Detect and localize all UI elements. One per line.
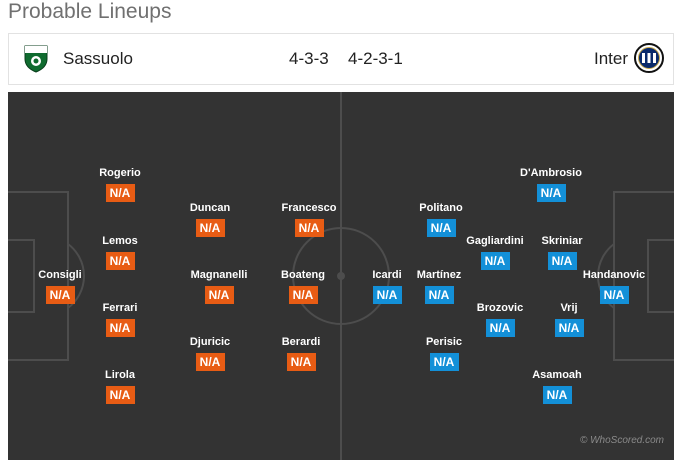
player-name: Francesco [281,202,337,214]
player-rating: N/A [45,286,75,304]
player-rating: N/A [480,252,510,270]
player-name: Consigli [38,269,82,281]
sassuolo-crest-icon [24,45,48,73]
away-player-gagliardini[interactable]: Gagliardini N/A [455,235,535,270]
whoscored-watermark: © WhoScored.com [579,435,664,446]
home-team-name[interactable]: Sassuolo [63,49,133,68]
player-rating: N/A [105,184,135,202]
player-name: Brozovic [476,302,524,314]
home-player-consigli[interactable]: Consigli N/A [20,269,100,304]
home-player-magnanelli[interactable]: Magnanelli N/A [179,269,259,304]
player-name: Ferrari [102,302,138,314]
away-player-perisic[interactable]: Perisic N/A [404,336,484,371]
away-player-skriniar[interactable]: Skriniar N/A [522,235,602,270]
player-name: Perisic [425,336,463,348]
player-name: Politano [419,202,463,214]
pitch: Rogerio N/A Lemos N/A Consigli N/A Ferra… [8,92,674,460]
player-rating: N/A [599,286,629,304]
player-name: Martínez [416,269,462,281]
player-name: Duncan [189,202,231,214]
home-player-francesco[interactable]: Francesco N/A [269,202,349,237]
away-player-handanovic[interactable]: Handanovic N/A [574,269,654,304]
home-player-lirola[interactable]: Lirola N/A [80,369,160,404]
player-rating: N/A [485,319,515,337]
away-player-politano[interactable]: Politano N/A [401,202,481,237]
player-name: Djuricic [189,336,231,348]
player-rating: N/A [426,219,456,237]
away-player-martinez[interactable]: Martínez N/A [399,269,479,304]
page-title: Probable Lineups [8,0,172,23]
home-player-duncan[interactable]: Duncan N/A [170,202,250,237]
player-name: Icardi [372,269,402,281]
player-rating: N/A [105,319,135,337]
player-rating: N/A [286,353,316,371]
player-rating: N/A [547,252,577,270]
player-rating: N/A [542,386,572,404]
away-formation: 4-2-3-1 [348,49,403,68]
player-rating: N/A [536,184,566,202]
pitch-markings [8,92,674,460]
away-player-icardi[interactable]: Icardi N/A [347,269,427,304]
home-player-ferrari[interactable]: Ferrari N/A [80,302,160,337]
player-rating: N/A [195,219,225,237]
home-player-boateng[interactable]: Boateng N/A [263,269,343,304]
player-rating: N/A [429,353,459,371]
away-player-asamoah[interactable]: Asamoah N/A [517,369,597,404]
player-name: Asamoah [532,369,582,381]
player-name: Magnanelli [190,269,248,281]
away-player-dambrosio[interactable]: D'Ambrosio N/A [511,167,591,202]
away-team-name[interactable]: Inter [594,49,629,68]
player-rating: N/A [554,319,584,337]
player-name: Gagliardini [466,235,524,247]
player-name: Handanovic [582,269,646,281]
away-player-vrij[interactable]: Vrij N/A [529,302,609,337]
player-name: Lirola [105,369,135,381]
player-name: Skriniar [541,235,583,247]
player-name: Lemos [102,235,138,247]
match-header: Sassuolo 4-3-3 4-2-3-1 Inter [8,33,674,85]
player-rating: N/A [105,252,135,270]
player-rating: N/A [288,286,318,304]
player-name: Boateng [281,269,325,281]
player-name: Rogerio [99,167,141,179]
player-rating: N/A [204,286,234,304]
player-rating: N/A [195,353,225,371]
away-player-brozovic[interactable]: Brozovic N/A [460,302,540,337]
player-rating: N/A [372,286,402,304]
inter-crest-icon [634,43,664,73]
home-formation: 4-3-3 [289,49,329,68]
home-player-rogerio[interactable]: Rogerio N/A [80,167,160,202]
player-rating: N/A [294,219,324,237]
player-name: Berardi [281,336,321,348]
home-player-djuricic[interactable]: Djuricic N/A [170,336,250,371]
player-rating: N/A [424,286,454,304]
home-player-berardi[interactable]: Berardi N/A [261,336,341,371]
player-name: Vrij [560,302,578,314]
player-name: D'Ambrosio [520,167,582,179]
home-player-lemos[interactable]: Lemos N/A [80,235,160,270]
player-rating: N/A [105,386,135,404]
